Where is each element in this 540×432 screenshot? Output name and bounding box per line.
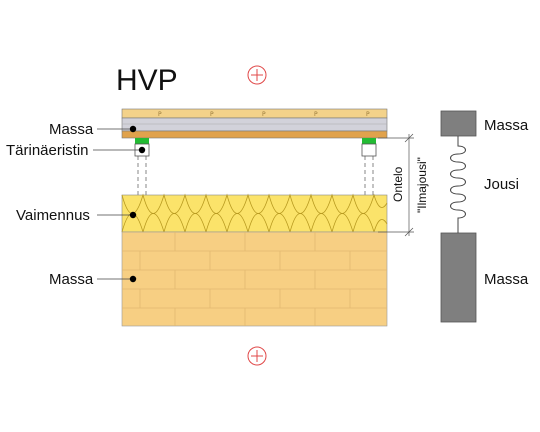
svg-text:P: P — [158, 111, 162, 118]
svg-text:P: P — [366, 111, 370, 118]
model-label-massa-top: Massa — [484, 117, 529, 134]
label-massa-bottom: Massa — [49, 271, 94, 288]
dot-icon — [129, 125, 146, 283]
label-massa-top: Massa — [49, 121, 94, 138]
svg-text:P: P — [314, 111, 318, 118]
diagram-title: HVP — [116, 64, 178, 97]
masonry-wall — [121, 231, 388, 327]
model-mass-top — [440, 110, 477, 137]
model-label-massa-bottom: Massa — [484, 271, 529, 288]
leader-lines — [93, 128, 140, 280]
spring-icon — [450, 136, 466, 233]
label-vaimennus: Vaimennus — [16, 207, 90, 224]
svg-text:P: P — [262, 111, 266, 118]
cavity-label-ontelo: Ontelo — [391, 166, 405, 202]
vibration-isolator-right — [361, 138, 377, 157]
model-label-jousi: Jousi — [484, 176, 519, 193]
crosshair-icon — [247, 65, 267, 85]
insulation-layer — [121, 193, 388, 234]
cavity-label-ilmajousi: "Ilmajousi" — [415, 157, 429, 213]
cavity-dimension — [378, 133, 414, 237]
model-mass-bottom — [440, 232, 477, 323]
svg-text:P: P — [210, 111, 214, 118]
label-tarinaeristin: Tärinäeristin — [6, 142, 89, 159]
crosshair-icon — [247, 346, 267, 366]
